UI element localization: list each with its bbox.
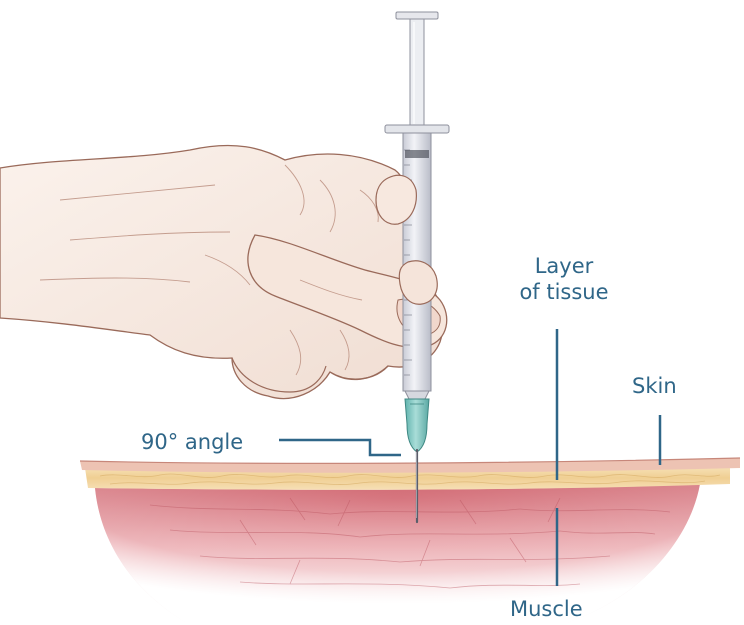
tissue-cross-section bbox=[80, 458, 740, 625]
layer-of-tissue-label-line1: Layer bbox=[498, 253, 630, 279]
angle-leader-line bbox=[279, 440, 401, 455]
layer-of-tissue-label-line2: of tissue bbox=[498, 279, 630, 305]
layer-of-tissue-label: Layer of tissue bbox=[498, 253, 630, 305]
hand-illustration bbox=[0, 145, 447, 398]
needle-hub bbox=[405, 399, 429, 452]
angle-label: 90° angle bbox=[141, 429, 243, 455]
skin-label: Skin bbox=[632, 373, 677, 399]
muscle-label: Muscle bbox=[510, 596, 583, 622]
